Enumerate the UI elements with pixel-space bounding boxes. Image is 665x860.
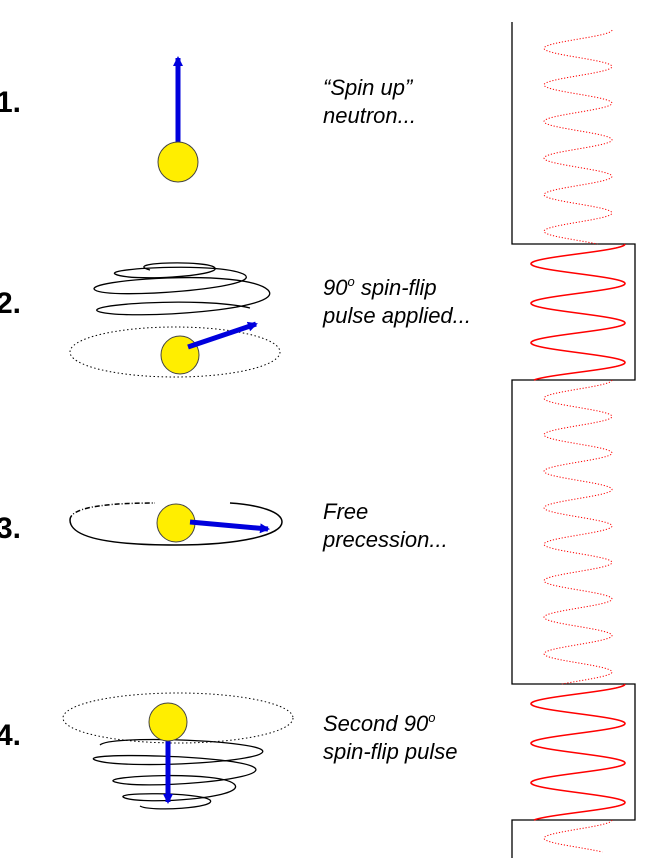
precession-spiral-icon [92, 738, 264, 810]
step-1-caption-line1: “Spin up” [323, 75, 414, 100]
rf-pulse-sequence [511, 22, 636, 858]
rf-wave-group [530, 29, 626, 853]
neutron-ball-icon [157, 141, 199, 183]
step-4-caption-line2: spin-flip pulse [323, 739, 458, 764]
precession-orbit-front-icon [69, 502, 283, 546]
rf-wave-segment-1 [543, 29, 613, 245]
step-2: 2. 90o spin-flip pulse applied... [0, 262, 471, 378]
spin-arrow-icon [189, 519, 270, 534]
step-3-caption-line1: Free [323, 499, 368, 524]
neutron-ball-icon [160, 335, 200, 375]
rf-wave-segment-4 [530, 683, 626, 821]
precession-plane-icon [69, 326, 281, 378]
neutron-ball-icon [148, 702, 188, 742]
step-3-number: 3. [0, 512, 21, 545]
precession-spiral-icon [93, 262, 271, 316]
rf-wave-segment-5 [543, 819, 613, 853]
step-4-number: 4. [0, 719, 21, 752]
step-1-number: 1. [0, 86, 21, 119]
step-4: 4. Second 90o spin-flip pulse [0, 692, 458, 810]
neutron-ball-icon [156, 503, 196, 543]
step-2-caption-line1: 90o spin-flip [323, 274, 437, 300]
rf-wave-segment-3 [543, 379, 613, 685]
spin-arrow-icon [187, 321, 258, 350]
step-3-caption-line2: precession... [322, 527, 448, 552]
step-2-caption-line2: pulse applied... [322, 303, 471, 328]
rf-wave-segment-2 [530, 243, 626, 381]
step-2-number: 2. [0, 287, 21, 320]
pulse-envelope-icon [511, 22, 636, 858]
precession-orbit-back-icon [69, 502, 156, 521]
step-4-caption-line1: Second 90o [323, 710, 435, 736]
precession-plane-icon [62, 692, 294, 744]
step-1-caption-line2: neutron... [323, 103, 416, 128]
step-1: 1. “Spin up” neutron... [0, 56, 416, 183]
step-3: 3. Free precession... [0, 499, 448, 552]
